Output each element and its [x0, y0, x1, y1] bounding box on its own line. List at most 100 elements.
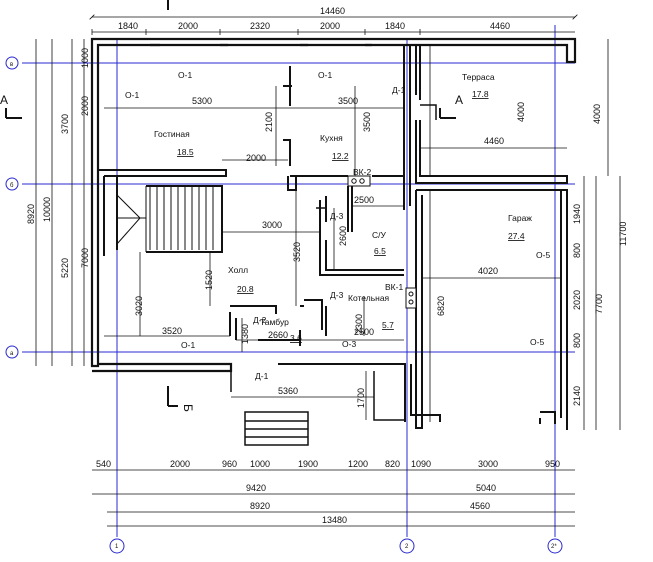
walls [90, 37, 577, 446]
dim-3000: 3000 [262, 220, 282, 230]
axis-label-b: б [10, 183, 14, 189]
dim-bottom-1200: 1200 [348, 459, 368, 469]
room-terrace-name: Терраса [462, 72, 495, 82]
mark-o3: О-3 [342, 339, 356, 349]
dim-bottom-1000: 1000 [250, 459, 270, 469]
dim-left-7000: 7000 [80, 248, 90, 268]
dimension-texts: 14460 1840 2000 2320 2000 1840 4460 5300… [26, 6, 628, 525]
room-garage-name: Гараж [508, 213, 532, 223]
axis-label-2: 2 [405, 544, 409, 550]
opening-marks: О-1 О-1 О-1 О-1 Д-1 Д-1 Д-2 Д-3 Д-3 О-3 … [125, 70, 550, 381]
dim-top-1: 1840 [118, 21, 138, 31]
dim-right-800b: 800 [572, 333, 582, 348]
dim-right-7700: 7700 [594, 294, 604, 314]
room-hall-area: 20.8 [237, 284, 254, 294]
dim-bottom-950: 950 [545, 459, 560, 469]
section-label-a-right: А [455, 93, 463, 107]
dim-v-4000: 4000 [516, 102, 526, 122]
room-hall-name: Холл [228, 265, 248, 275]
room-kitchen-name: Кухня [320, 133, 343, 143]
room-bath-area: 6.5 [374, 246, 386, 256]
dim-bottom-540: 540 [96, 459, 111, 469]
mark-d2: Д-2 [253, 315, 267, 325]
dim-left-3700: 3700 [60, 114, 70, 134]
dim-v-3520: 3520 [292, 242, 302, 262]
dim-right-2140: 2140 [572, 386, 582, 406]
axis-label-v: в [10, 62, 13, 68]
dim-4020: 4020 [478, 266, 498, 276]
mark-o5-a: О-5 [536, 250, 550, 260]
room-boiler-name: Котельная [348, 293, 390, 303]
dim-right-4000: 4000 [592, 104, 602, 124]
mark-d1-b: Д-1 [255, 371, 269, 381]
mark-o1-c: О-1 [125, 90, 139, 100]
axis-bubbles [5, 56, 563, 554]
dim-v-3020: 3020 [134, 296, 144, 316]
dim-v-3500: 3500 [362, 112, 372, 132]
room-living-area: 18.5 [177, 147, 194, 157]
axis-label-a: а [10, 351, 14, 357]
dim-top-3: 2320 [250, 21, 270, 31]
mark-d3-a: Д-3 [330, 211, 344, 221]
dim-bottom-3000: 3000 [478, 459, 498, 469]
dim-right-2020: 2020 [572, 290, 582, 310]
mark-d1-a: Д-1 [392, 85, 406, 95]
mark-o1-b: О-1 [318, 70, 332, 80]
dim-top-2: 2000 [178, 21, 198, 31]
dim-right-total: 11700 [618, 222, 628, 246]
dim-v-2100: 2100 [264, 112, 274, 132]
dim-bottom-4560: 4560 [470, 501, 490, 511]
dim-3500-h: 3500 [338, 96, 358, 106]
axis-label-1: 1 [115, 544, 119, 550]
dim-5300: 5300 [192, 96, 212, 106]
dim-right-800a: 800 [572, 243, 582, 258]
dimension-lines [35, 17, 621, 527]
dim-4460-inner: 4460 [484, 136, 504, 146]
room-labels: Терраса 17.8 Гостиная 18.5 Кухня 12.2 Га… [154, 72, 532, 343]
dim-left-total: 10000 [42, 197, 52, 222]
dim-5360: 5360 [278, 386, 298, 396]
dim-top-6: 4460 [490, 21, 510, 31]
room-garage-area: 27.4 [508, 231, 525, 241]
dim-2660: 2660 [268, 330, 288, 340]
dim-bottom-total: 13480 [322, 515, 347, 525]
section-markers [5, 0, 456, 407]
section-label-b: Б [181, 404, 195, 412]
mark-d3-b: Д-3 [330, 290, 344, 300]
vent-shafts [347, 175, 417, 309]
section-label-a-left: А [0, 93, 8, 107]
dim-v-2300: 2300 [354, 314, 364, 334]
dim-top-4: 2000 [320, 21, 340, 31]
room-boiler-area: 5.7 [382, 320, 394, 330]
dim-v-1380: 1380 [240, 324, 250, 344]
dim-v-1520: 1520 [204, 270, 214, 290]
dim-2500-boiler: 2500 [354, 327, 374, 337]
dim-bottom-8920: 8920 [250, 501, 270, 511]
mark-o1-d: О-1 [181, 340, 195, 350]
dim-left-1000: 1000 [80, 48, 90, 68]
dim-left-2000: 2000 [80, 96, 90, 116]
mark-vk2: ВК-2 [353, 167, 371, 177]
dim-bottom-9420: 9420 [246, 483, 266, 493]
dim-left-5220: 5220 [60, 258, 70, 278]
dim-v-2600: 2600 [338, 226, 348, 246]
dim-top-5: 1840 [385, 21, 405, 31]
dim-right-1940: 1940 [572, 204, 582, 224]
dim-bottom-2000: 2000 [170, 459, 190, 469]
mark-vk1: ВК-1 [385, 282, 403, 292]
room-vestibule-name: Тамбур [260, 317, 289, 327]
dim-bottom-960: 960 [222, 459, 237, 469]
staircase [116, 186, 214, 252]
dim-3520-h: 3520 [162, 326, 182, 336]
axis-label-2prime: 2* [551, 544, 557, 550]
dim-v-6820: 6820 [436, 296, 446, 316]
dim-2000-inner: 2000 [246, 153, 266, 163]
room-bath-name: С/У [372, 230, 387, 240]
mark-o5-b: О-5 [530, 337, 544, 347]
room-terrace-area: 17.8 [472, 89, 489, 99]
room-kitchen-area: 12.2 [332, 151, 349, 161]
dim-bottom-820: 820 [385, 459, 400, 469]
dim-v-1700: 1700 [356, 388, 366, 408]
room-living-name: Гостиная [154, 129, 190, 139]
